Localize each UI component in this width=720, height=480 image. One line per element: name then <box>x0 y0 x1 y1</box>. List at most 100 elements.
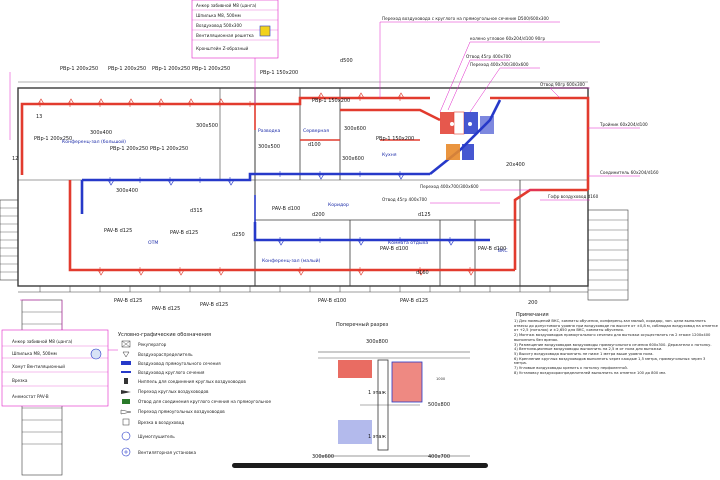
supply-riser-right <box>513 188 588 270</box>
section-title: Поперечный разрез <box>336 321 389 328</box>
supply-labels: РВр-1 200х250 РВр-1 200х250 РВр-1 200х25… <box>34 66 414 152</box>
tap-in-icon <box>122 418 130 426</box>
legend-title: Условно-графические обозначения <box>118 332 211 338</box>
section-label-floor-1b: 1 этаж <box>368 434 386 440</box>
duct-size-5: 300х600 <box>342 156 364 162</box>
note-1: 1) Для помещений ВКС, комнаты обучения, … <box>514 319 718 333</box>
round-to-rect-icon <box>122 399 130 404</box>
top-callout-line-1: Анкер забивной М8 (цанга) <box>196 3 257 8</box>
duct-size-10: d125 <box>418 212 431 218</box>
axis-mark-13: 13 <box>36 114 42 120</box>
bottom-callout-line-4: Врезка <box>12 378 28 383</box>
room-rest: Комната отдыха <box>388 240 428 246</box>
diffuser-7: PAV-B d100 <box>380 246 408 252</box>
legend-item-10: Шумоглушитель <box>138 434 175 439</box>
top-callout-line-4: Вентиляционная решетка <box>196 33 254 38</box>
diffuser-3: PAV-B d125 <box>114 298 142 304</box>
supply-label-4: РВр-1 200х250 <box>192 66 230 72</box>
legend-item-8: Переход прямоугольных воздуховодов <box>138 409 225 414</box>
supply-label-1: РВр-1 200х250 <box>60 66 98 72</box>
duct-size-11: d250 <box>232 232 245 238</box>
supply-label-3: РВр-1 200х250 <box>152 66 190 72</box>
duct-size-3: 300х500 <box>258 144 280 150</box>
top-right-notes: Переход воздуховода с круглого на прямоу… <box>382 16 659 202</box>
diffuser-9: PAV-B d125 <box>400 298 428 304</box>
section-label-1000: 1000 <box>436 377 446 381</box>
supply-label-2: РВр-1 200х250 <box>108 66 146 72</box>
round-transition-icon <box>121 390 131 394</box>
note-flex-duct: Гофр воздуховод d160 <box>548 194 599 199</box>
room-conference-small: Конференц-зал (малый) <box>262 257 321 264</box>
nipple-icon <box>124 378 128 384</box>
fittings-cluster <box>440 111 494 160</box>
exhaust-grilles <box>107 173 455 246</box>
room-otm: ОТМ <box>148 240 158 246</box>
cross-section: Поперечный разрез 300х800 1 этаж 1 этаж … <box>312 321 470 460</box>
room-labels: Конференц-зал (большой) ОТМ Разводка Сер… <box>62 128 508 264</box>
bottom-callout: Анкер забивной М8 (цанга) Шпилька М8, 50… <box>1 329 109 407</box>
supply-duct-network <box>20 96 590 272</box>
bottom-callout-line-3: Хомут Вентиляционный <box>12 364 65 369</box>
recuperator-icon <box>121 340 131 348</box>
note-5: 5) Высоту воздуховода выполнить не ниже … <box>514 351 654 356</box>
diffuser-2: PAV-B d125 <box>170 230 198 236</box>
supply-label-8: РВр-1 200х250 <box>150 146 188 152</box>
note-elbow: колено угловое 60х204/d100 90гр <box>470 36 546 41</box>
axis-mark-200: 200 <box>528 300 538 306</box>
diffuser-1: PAV-B d125 <box>104 228 132 234</box>
duct-size-2: 300х500 <box>196 123 218 129</box>
section-label-500x800: 500х800 <box>428 402 450 408</box>
exhaust-main-top <box>82 172 430 182</box>
supply-main-right <box>490 96 590 190</box>
top-callout-line-2: Шпилька М8, 500мм <box>196 13 241 18</box>
legend: Условно-графические обозначения Рекупера… <box>118 332 271 457</box>
duct-size-8: d200 <box>312 212 325 218</box>
note-tee: Тройник 60х204/d100 <box>599 122 648 127</box>
duct-size-14: 20х400 <box>506 162 525 168</box>
exhaust-duct-details <box>109 171 451 243</box>
note-connector: Соединитель 60х204/d160 <box>600 170 659 175</box>
supply-label-6: РВр-1 200х250 <box>34 136 72 142</box>
room-server: Серверная <box>303 128 329 134</box>
bottom-callout-line-1: Анкер забивной М8 (цанга) <box>12 339 73 344</box>
bottom-callout-line-2: Шпилька М8, 500мм <box>12 351 57 356</box>
legend-item-4: Воздуховод круглого сечения <box>138 370 205 375</box>
section-label-floor-1: 1 этаж <box>368 390 386 396</box>
diffuser-4: PAV-B d125 <box>152 306 180 312</box>
top-callout-line-5: Кронштейн Z-образный <box>196 46 249 51</box>
room-riser: Разводка <box>258 128 280 134</box>
supply-main-bottom <box>68 180 515 272</box>
diffuser-10: PAV-B d100 <box>478 246 506 252</box>
notes: Примечания 1) Для помещений ВКС, комнаты… <box>514 312 718 375</box>
note-transition-400: Переход 400х700/300х600 <box>470 62 529 67</box>
duct-size-7: d500 <box>340 58 353 64</box>
section-exhaust-duct <box>338 420 372 444</box>
note-2: 2) Монтаж воздуховодов прямоугольного се… <box>514 333 711 342</box>
diffuser-8: PAV-B d100 <box>318 298 346 304</box>
note-6: 6) Крепление круглых воздуховодов выполн… <box>514 356 706 366</box>
notes-title: Примечания <box>516 312 549 318</box>
notes-body: 1) Для помещений ВКС, комнаты обучения, … <box>514 319 718 375</box>
legend-item-1: Рекуператор <box>138 342 167 347</box>
supply-label-9: РВр-1 150х200 <box>312 98 350 104</box>
exhaust-main-bottom <box>253 222 490 242</box>
exhaust-duct-network <box>80 99 502 242</box>
legend-item-7: Отвод для соединения круглого сечения на… <box>138 399 271 404</box>
rect-duct-icon <box>121 361 131 365</box>
diffuser-labels: PAV-B d125 PAV-B d125 PAV-B d125 PAV-B d… <box>104 206 506 312</box>
note-7: 7) Угловые воздуховоды крепить к потолку… <box>514 366 628 371</box>
supply-branch-kitchen <box>340 108 441 122</box>
clamp-icon <box>90 348 102 360</box>
supply-label-5: РВр-1 150х200 <box>260 70 298 76</box>
room-corridor: Коридор <box>328 202 349 208</box>
fan-unit-icon <box>121 447 131 457</box>
duct-size-9: d160 <box>416 270 429 276</box>
legend-item-2: Воздухораспределитель <box>138 352 193 357</box>
room-kitchen: Кухня <box>382 152 397 158</box>
note-3: 3) Размещение воздуховодов воздуховоды п… <box>514 342 712 347</box>
exhaust-diagonal <box>429 99 502 176</box>
home-indicator[interactable] <box>232 463 488 468</box>
note-transition-d500: Переход воздуховода с круглого на прямоу… <box>382 16 549 21</box>
